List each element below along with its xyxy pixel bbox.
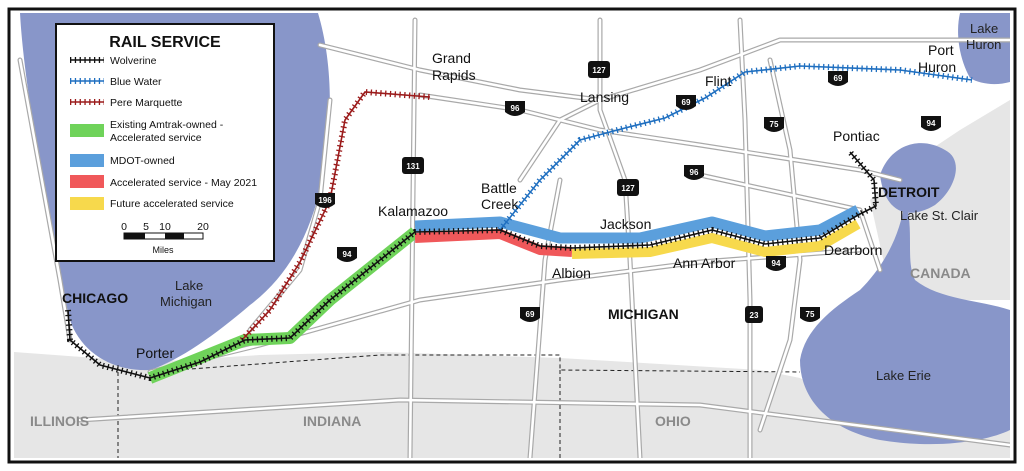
region-illinois: ILLINOIS — [30, 413, 89, 429]
scale-bar: 0 5 10 20 Miles — [121, 221, 209, 255]
region-labels: MICHIGAN ILLINOIS INDIANA OHIO CANADA — [30, 265, 971, 429]
lake-erie-label: Lake Erie — [876, 368, 931, 383]
city-grand-rapids-line1: Grand — [432, 50, 471, 66]
svg-text:Blue Water: Blue Water — [110, 76, 162, 88]
city-port-huron-line1: Port — [928, 42, 954, 58]
i96-west-shield: 96 — [505, 101, 525, 116]
region-michigan: MICHIGAN — [608, 306, 679, 322]
i94-east-shield: 94 — [921, 116, 941, 131]
i94-south-shield: 94 — [766, 256, 786, 271]
lake-st-clair — [880, 143, 956, 213]
svg-text:75: 75 — [806, 310, 815, 319]
city-flint: Flint — [705, 73, 732, 89]
svg-text:Miles: Miles — [152, 245, 174, 255]
city-pontiac: Pontiac — [833, 128, 880, 144]
svg-text:Future accelerated service: Future accelerated service — [110, 198, 234, 210]
us-131-shield: 131 — [402, 157, 424, 174]
city-battle-creek-line1: Battle — [481, 180, 517, 196]
svg-text:96: 96 — [511, 104, 520, 113]
svg-text:127: 127 — [592, 66, 606, 75]
us-127-north-shield: 127 — [588, 61, 610, 78]
svg-text:Wolverine: Wolverine — [110, 55, 157, 67]
svg-text:96: 96 — [690, 168, 699, 177]
legend-item-future-accelerated: Future accelerated service — [70, 197, 234, 210]
svg-text:131: 131 — [406, 162, 420, 171]
city-port-huron-line2: Huron — [918, 59, 956, 75]
city-ann-arbor: Ann Arbor — [673, 255, 736, 271]
svg-text:Accelerated service - May 2021: Accelerated service - May 2021 — [110, 177, 257, 189]
city-chicago: CHICAGO — [62, 290, 128, 306]
us-23-shield: 23 — [745, 306, 763, 323]
svg-text:69: 69 — [834, 74, 843, 83]
city-labels: CHICAGO Porter Kalamazoo Battle Creek Gr… — [62, 42, 956, 361]
lake-erie — [800, 200, 1010, 445]
legend-item-amtrak-owned: Existing Amtrak-owned - Accelerated serv… — [70, 119, 224, 144]
city-porter: Porter — [136, 345, 174, 361]
svg-text:196: 196 — [318, 196, 332, 205]
legend-item-accelerated-2021: Accelerated service - May 2021 — [70, 175, 257, 189]
svg-text:69: 69 — [526, 310, 535, 319]
i69-east-shield: 69 — [828, 71, 848, 86]
svg-text:69: 69 — [682, 98, 691, 107]
region-indiana: INDIANA — [303, 413, 361, 429]
legend-item-mdot-owned: MDOT-owned — [70, 154, 175, 167]
lake-huron — [958, 13, 1010, 85]
legend-item-blue-water: Blue Water — [70, 76, 162, 88]
future-accelerated-band — [571, 219, 861, 259]
lake-huron-label-line2: Huron — [966, 37, 1001, 52]
lake-st-clair-label: Lake St. Clair — [900, 208, 979, 223]
i75-south-shield: 75 — [800, 307, 820, 322]
mdot-owned-band — [414, 205, 861, 244]
svg-text:Existing Amtrak-owned -: Existing Amtrak-owned - — [110, 119, 224, 131]
water-labels: Lake Michigan Lake Huron Lake St. Clair … — [160, 21, 1001, 383]
i69-south-shield: 69 — [520, 307, 540, 322]
svg-text:75: 75 — [770, 120, 779, 129]
i69-north-shield: 69 — [676, 95, 696, 110]
svg-text:94: 94 — [343, 250, 352, 259]
i96-east-shield: 96 — [684, 165, 704, 180]
svg-text:0: 0 — [121, 221, 127, 233]
i196-shield: 196 — [315, 193, 335, 208]
lake-huron-label-line1: Lake — [970, 21, 998, 36]
legend: RAIL SERVICE Wolverine Blue Water Pere M… — [55, 23, 275, 262]
svg-text:20: 20 — [197, 221, 209, 233]
city-battle-creek-line2: Creek — [481, 196, 519, 212]
legend-title: RAIL SERVICE — [109, 34, 221, 51]
svg-text:10: 10 — [159, 221, 171, 233]
svg-text:127: 127 — [621, 184, 635, 193]
wolverine-line — [65, 150, 880, 382]
city-kalamazoo: Kalamazoo — [378, 203, 448, 219]
accelerated-2021-band — [414, 229, 573, 257]
legend-item-pere-marquette: Pere Marquette — [70, 97, 183, 109]
svg-text:5: 5 — [143, 221, 149, 233]
region-ohio: OHIO — [655, 413, 691, 429]
city-dearborn: Dearborn — [824, 242, 882, 258]
svg-text:94: 94 — [772, 259, 781, 268]
region-canada: CANADA — [910, 265, 971, 281]
city-grand-rapids-line2: Rapids — [432, 67, 476, 83]
city-jackson: Jackson — [600, 216, 651, 232]
city-detroit: DETROIT — [878, 184, 940, 200]
lake-michigan-label-line2: Michigan — [160, 294, 212, 309]
svg-text:Accelerated service: Accelerated service — [110, 132, 202, 144]
i94-west-shield: 94 — [337, 247, 357, 262]
i75-north-shield: 75 — [764, 117, 784, 132]
highway-shields: 127 96 69 69 75 94 131 196 94 127 96 69 … — [315, 61, 941, 323]
map-frame — [7, 7, 1017, 464]
svg-text:94: 94 — [927, 119, 936, 128]
svg-text:23: 23 — [750, 311, 759, 320]
lake-michigan-label-line1: Lake — [175, 278, 203, 293]
michigan-south-border — [149, 354, 801, 373]
svg-text:MDOT-owned: MDOT-owned — [110, 155, 175, 167]
us-127-south-shield: 127 — [617, 179, 639, 196]
legend-item-wolverine: Wolverine — [70, 55, 157, 67]
city-albion: Albion — [552, 265, 591, 281]
city-lansing: Lansing — [580, 89, 629, 105]
svg-text:Pere Marquette: Pere Marquette — [110, 97, 183, 109]
